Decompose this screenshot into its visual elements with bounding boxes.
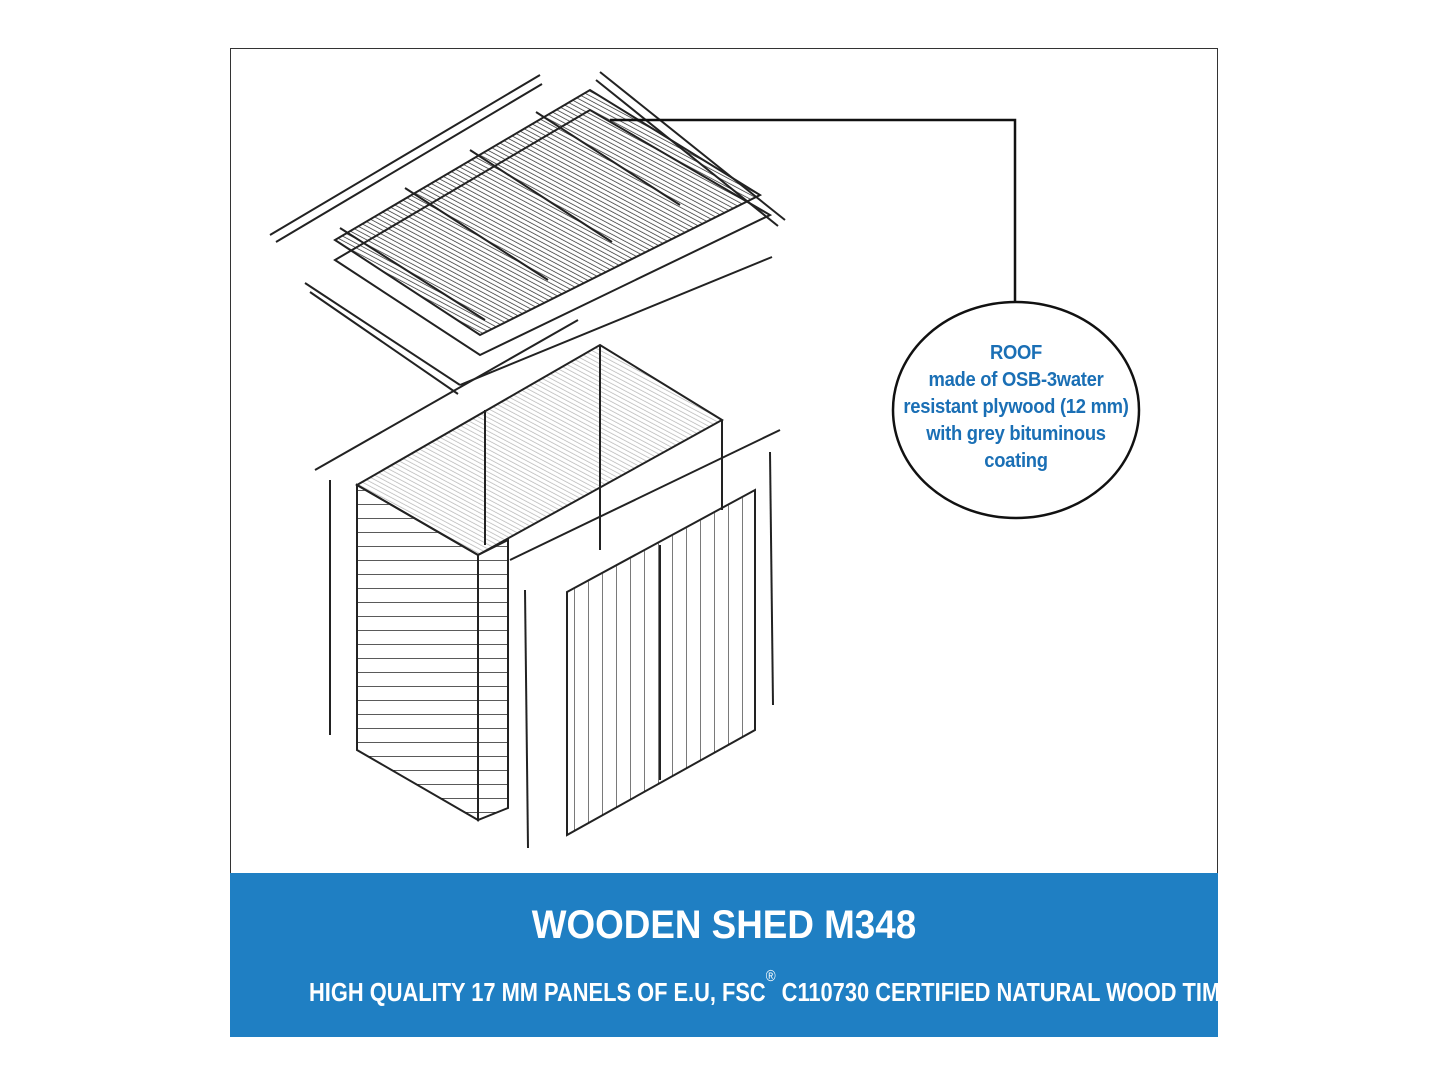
subtitle-part: C110730 CERTIFIED NATURAL WOOD TIMBER [775,977,1267,1007]
subtitle-part: HIGH QUALITY 17 MM PANELS OF E.U, FSC [309,977,766,1007]
product-title: WOODEN SHED M348 [531,903,917,947]
callout-line: ROOF [989,342,1043,364]
callout-line: coating [984,450,1048,472]
callout-line: made of OSB-3water [928,369,1104,391]
door [566,451,774,837]
registered-mark: ® [765,968,776,985]
product-banner: WOODEN SHED M348 HIGH QUALITY 17 MM PANE… [230,873,1266,1037]
leader-line [610,118,1017,302]
product-subtitle: HIGH QUALITY 17 MM PANELS OF E.U, FSC® C… [309,968,1266,1008]
roof-panel [269,71,786,395]
callout-line: resistant plywood (12 mm) [903,396,1129,418]
callout-text: ROOF made of OSB-3water resistant plywoo… [903,340,1129,475]
callout-line: with grey bituminous [926,423,1106,445]
shed-body [314,319,781,849]
